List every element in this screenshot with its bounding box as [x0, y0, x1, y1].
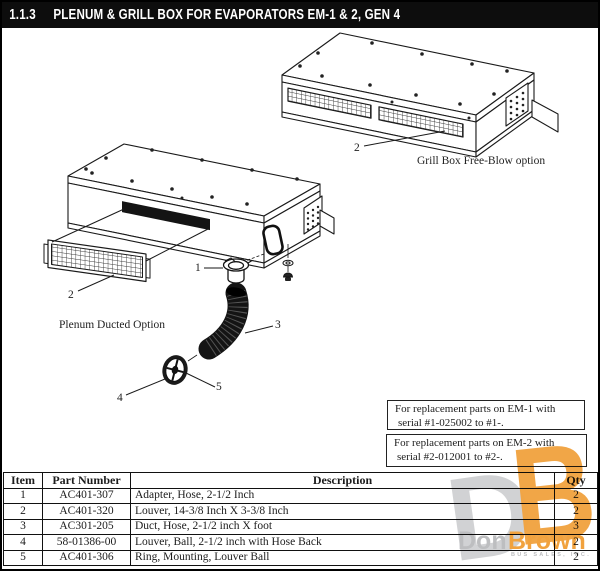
cell-qty: 2 — [554, 534, 598, 551]
plenum-duct-opening — [262, 224, 284, 256]
plenum-box-drawing — [43, 143, 335, 292]
note-em2-line2: serial #2-012001 to #2-. — [397, 450, 503, 463]
col-header-part-number: Part Number — [42, 472, 131, 489]
table-row: 1 AC401-307 Adapter, Hose, 2-1/2 Inch 2 — [3, 487, 598, 504]
louver-grille-right — [378, 106, 464, 138]
page-title: PLENUM & GRILL BOX FOR EVAPORATORS EM-1 … — [53, 7, 401, 23]
table-header-row: Item Part Number Description Qty — [3, 472, 598, 489]
cell-part-number: AC301-205 — [42, 518, 131, 535]
note-em2: For replacement parts on EM-2 with seria… — [386, 434, 587, 467]
callout-ball-louver: 4 — [117, 392, 123, 404]
cell-item: 4 — [3, 534, 43, 551]
plenum-screws — [84, 148, 299, 206]
callout-leader-grill-2 — [363, 130, 446, 147]
callout-adapter: 1 — [195, 262, 201, 274]
section-number: 1.1.3 — [9, 7, 36, 23]
section-header-bar: 1.1.3 PLENUM & GRILL BOX FOR EVAPORATORS… — [2, 2, 598, 28]
callout-leader-3 — [244, 325, 274, 334]
table-row: 2 AC401-320 Louver, 14-3/8 Inch X 3-3/8 … — [3, 503, 598, 520]
fastener-parts — [282, 244, 294, 281]
cell-part-number: AC401-320 — [42, 503, 131, 520]
note-em1-line2: serial #1-025002 to #1-. — [398, 416, 504, 429]
cell-description: Adapter, Hose, 2-1/2 Inch — [130, 487, 555, 504]
end-panel-holes — [509, 91, 525, 121]
plenum-duct-slot — [122, 201, 210, 231]
callout-leader-plenum-2 — [77, 274, 115, 292]
cell-qty: 2 — [554, 549, 598, 566]
callout-leader-4 — [125, 378, 166, 396]
col-header-item: Item — [3, 472, 43, 489]
grill-box-bracket — [531, 99, 559, 133]
callout-plenum-louver: 2 — [68, 289, 74, 301]
louver-grille-left — [287, 87, 372, 119]
plenum-end-panel-holes — [306, 205, 320, 231]
grill-box-louvers — [287, 87, 464, 138]
grill-box-caption: Grill Box Free-Blow option — [417, 155, 546, 167]
plenum-caption: Plenum Ducted Option — [59, 319, 166, 331]
plenum-bracket — [319, 209, 335, 235]
cell-description: Louver, Ball, 2-1/2 inch with Hose Back — [130, 534, 555, 551]
cell-item: 2 — [3, 503, 43, 520]
table-row: 3 AC301-205 Duct, Hose, 2-1/2 inch X foo… — [3, 518, 598, 535]
callout-mount-ring: 5 — [216, 381, 222, 393]
cell-item: 3 — [3, 518, 43, 535]
cell-qty: 2 — [554, 487, 598, 504]
note-em2-line1: For replacement parts on EM-2 with — [394, 437, 555, 449]
cell-part-number: AC401-307 — [42, 487, 131, 504]
screw-head — [282, 272, 294, 278]
col-header-description: Description — [130, 472, 555, 489]
note-em1: For replacement parts on EM-1 with seria… — [387, 400, 585, 430]
cell-part-number: AC401-306 — [42, 549, 131, 566]
ball-louver-part — [162, 355, 188, 385]
cell-description: Ring, Mounting, Louver Ball — [130, 549, 555, 566]
cell-item: 5 — [3, 549, 43, 566]
slot-to-grille-leader-2 — [145, 228, 209, 262]
cell-part-number: 58-01386-00 — [42, 534, 131, 551]
table-row: 4 58-01386-00 Louver, Ball, 2-1/2 inch w… — [3, 534, 598, 551]
cell-description: Louver, 14-3/8 Inch X 3-3/8 Inch — [130, 503, 555, 520]
grill-box-drawing — [281, 32, 559, 158]
plenum-bottom-lip-end — [263, 230, 321, 269]
cell-item: 1 — [3, 487, 43, 504]
col-header-qty: Qty — [554, 472, 598, 489]
callout-grill-louver: 2 — [354, 142, 360, 154]
hose-part — [187, 282, 274, 362]
cell-qty: 3 — [554, 518, 598, 535]
cell-description: Duct, Hose, 2-1/2 inch X foot — [130, 518, 555, 535]
parts-table: Item Part Number Description Qty 1 AC401… — [3, 472, 598, 566]
callout-leader-5 — [185, 372, 216, 388]
table-row: 5 AC401-306 Ring, Mounting, Louver Ball … — [3, 549, 598, 566]
plenum-louver-panel — [43, 239, 151, 283]
callout-hose: 3 — [275, 319, 281, 331]
cell-qty: 2 — [554, 503, 598, 520]
note-em1-line1: For replacement parts on EM-1 with — [395, 403, 556, 415]
slot-to-grille-leader-1 — [51, 208, 125, 243]
